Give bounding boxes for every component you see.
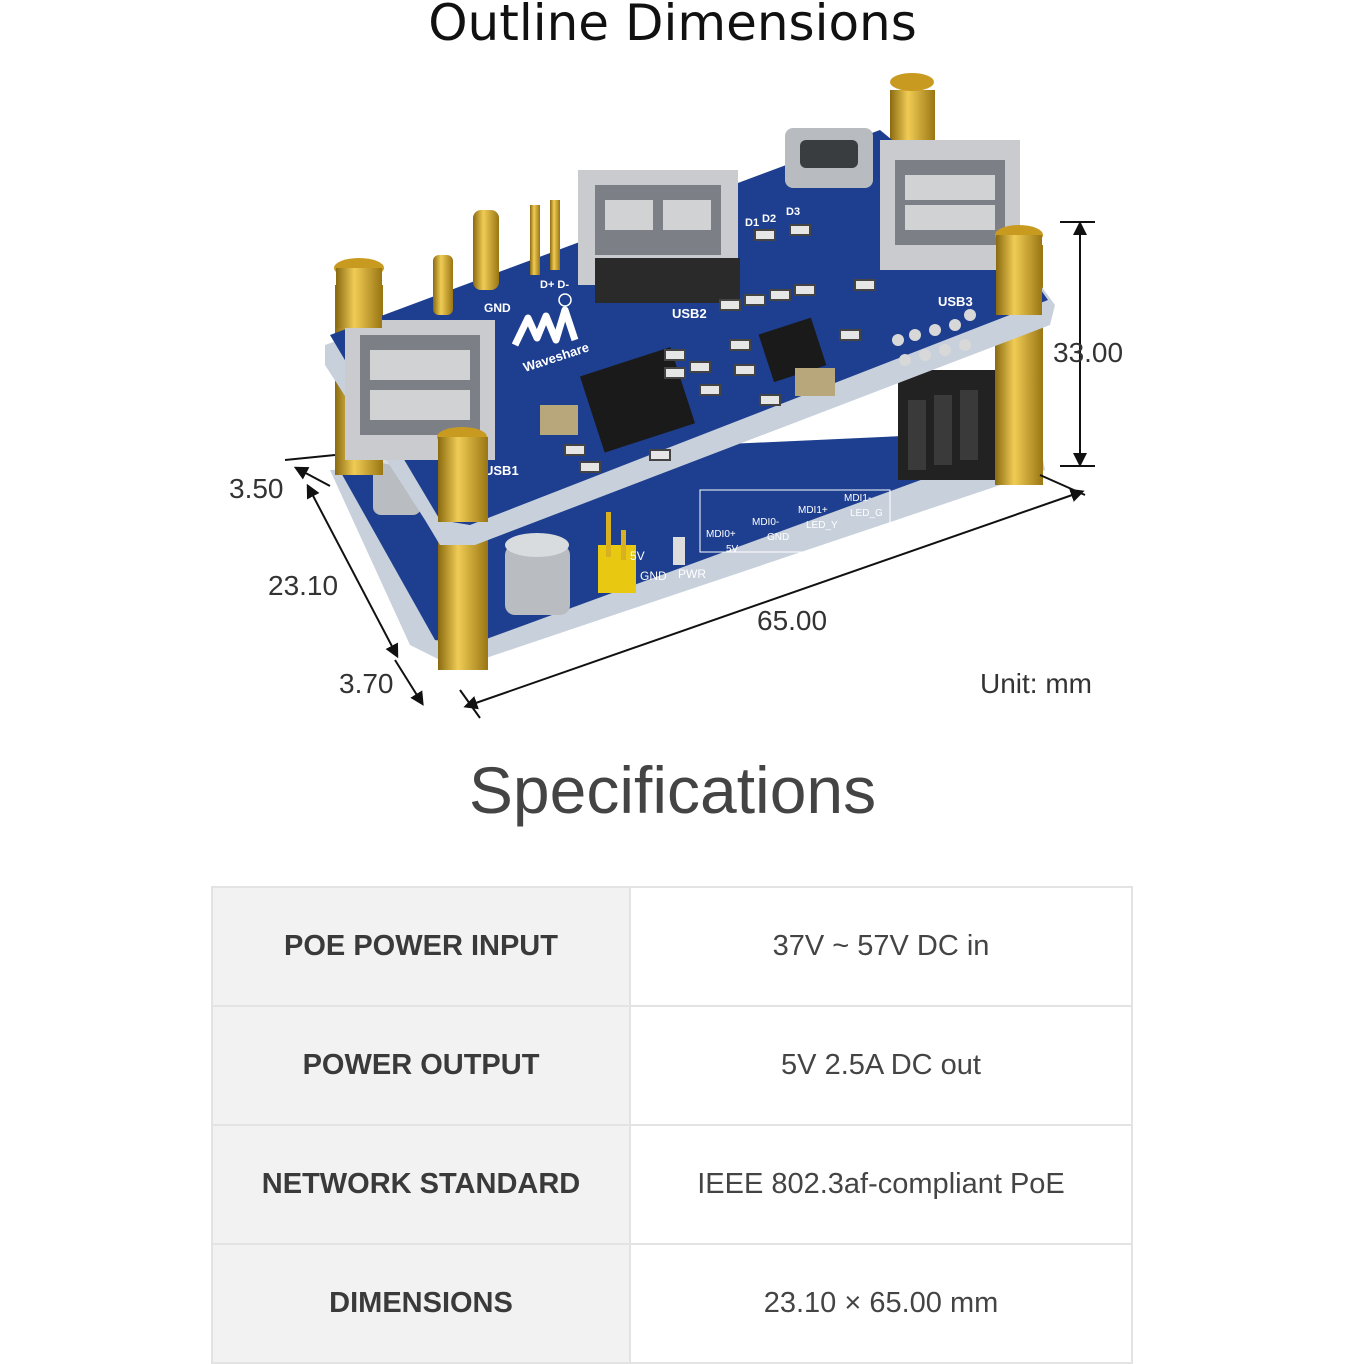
dp-dm-label: D+ D- [540,279,569,291]
mdi0-plus-label: MDI0+ [706,529,736,540]
micro-usb-port [785,128,873,188]
width-dimension-line [306,483,399,659]
d1-label: D1 [745,217,759,229]
specifications-title: Specifications [468,753,877,827]
standoff-caps [334,73,1043,522]
length-dimension-line [463,488,1085,710]
spec-key: DIMENSIONS [211,1243,631,1364]
dimension-lines [284,221,1095,719]
rj45-connector-block [898,370,1003,480]
crystal-oscillators [540,368,835,435]
usb1-label: USB1 [484,463,519,478]
led-g-label: LED_G [850,508,883,519]
usb2-label: USB2 [672,306,707,321]
pogo-pins [433,200,560,315]
spec-value: 37V ~ 57V DC in [629,886,1133,1007]
table-row: DIMENSIONS 23.10 × 65.00 mm [211,1243,1133,1364]
usb3-port [880,140,1020,270]
spec-value: 5V 2.5A DC out [629,1005,1133,1126]
spec-key: POE POWER INPUT [211,886,631,1007]
top-board: Waveshare USB1 USB2 USB3 GND D+ D- D1 D2… [325,128,1055,545]
header-5v-label: 5V [726,544,739,555]
five-v-label: 5V [630,549,645,563]
mdi1-plus-label: MDI1+ [798,505,828,516]
gnd-label-bottom: GND [640,569,667,583]
header-gnd-label: GND [767,532,789,543]
bottom-offset-value: 3.70 [339,668,394,699]
spec-key: NETWORK STANDARD [211,1124,631,1245]
gnd-label: GND [484,301,511,315]
board-dimension-drawing: 5V GND PWR MDI0+ MDI0- MDI1+ MDI1- 5V GN… [229,73,1123,719]
mdi0-minus-label: MDI0- [752,517,779,528]
table-row: NETWORK STANDARD IEEE 802.3af-compliant … [211,1124,1133,1245]
pwr-label: PWR [678,567,706,581]
smd-components [564,224,876,473]
spec-key: POWER OUTPUT [211,1005,631,1126]
top-offset-value: 3.50 [229,473,284,504]
length-value: 65.00 [757,605,827,636]
mdi1-minus-label: MDI1- [844,493,871,504]
bottom-offset-dimension-line [394,659,424,706]
d2-label: D2 [762,213,776,225]
pwr-led [673,537,685,565]
spec-value: 23.10 × 65.00 mm [629,1243,1133,1364]
table-row: POE POWER INPUT 37V ~ 57V DC in [211,886,1133,1007]
page-title: Outline Dimensions [428,0,917,52]
ic-chip-hub [758,317,827,383]
capacitor-1 [505,533,570,615]
usb3-label: USB3 [938,294,973,309]
led-y-label: LED_Y [806,520,838,531]
unit-label: Unit: mm [980,668,1092,699]
specifications-table: POE POWER INPUT 37V ~ 57V DC in POWER OU… [211,886,1133,1364]
table-row: POWER OUTPUT 5V 2.5A DC out [211,1005,1133,1126]
usb2-port [578,170,740,303]
width-value: 23.10 [268,570,338,601]
spec-value: IEEE 802.3af-compliant PoE [629,1124,1133,1245]
height-value: 33.00 [1053,337,1123,368]
d3-label: D3 [786,206,800,218]
top-offset-dimension-line [293,466,331,487]
vias [892,309,976,366]
